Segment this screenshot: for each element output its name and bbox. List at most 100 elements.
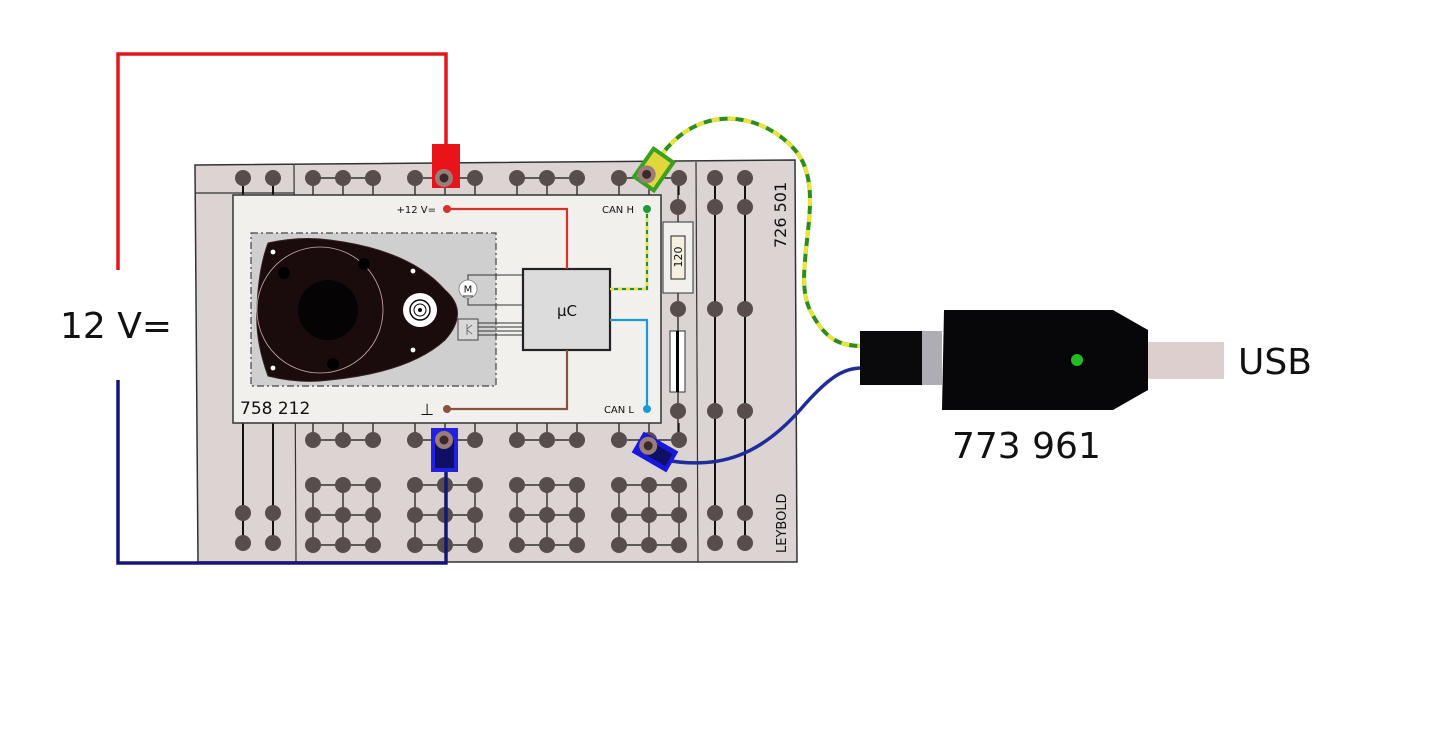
socket[interactable] <box>707 505 723 521</box>
socket[interactable] <box>365 432 381 448</box>
socket[interactable] <box>305 170 321 186</box>
socket[interactable] <box>365 477 381 493</box>
socket[interactable] <box>467 507 483 523</box>
socket[interactable] <box>737 505 753 521</box>
socket[interactable] <box>671 537 687 553</box>
canl-plug <box>631 431 679 473</box>
socket[interactable] <box>641 537 657 553</box>
socket[interactable] <box>641 477 657 493</box>
socket[interactable] <box>671 432 687 448</box>
socket[interactable] <box>509 477 525 493</box>
blue-plug <box>431 428 458 472</box>
socket[interactable] <box>335 170 351 186</box>
socket[interactable] <box>569 170 585 186</box>
jumper-plug <box>669 330 686 393</box>
socket[interactable] <box>305 477 321 493</box>
supply-negative-wire <box>116 380 448 565</box>
sub-d-connector <box>860 331 923 385</box>
socket[interactable] <box>407 537 423 553</box>
interface-label: 773 961 <box>952 426 1101 467</box>
socket[interactable] <box>671 477 687 493</box>
ground-pin <box>443 405 451 413</box>
socket[interactable] <box>611 537 627 553</box>
socket[interactable] <box>335 432 351 448</box>
canl-pin <box>643 405 651 413</box>
socket[interactable] <box>671 170 687 186</box>
internal-canl-wire <box>610 318 649 409</box>
socket[interactable] <box>707 301 723 317</box>
module-label: 758 212 <box>240 399 310 419</box>
socket[interactable] <box>407 477 423 493</box>
socket[interactable] <box>335 537 351 553</box>
internal-vplus-wire <box>447 207 569 269</box>
socket[interactable] <box>335 477 351 493</box>
socket[interactable] <box>407 507 423 523</box>
socket[interactable] <box>611 507 627 523</box>
socket[interactable] <box>265 170 281 186</box>
socket[interactable] <box>365 537 381 553</box>
termination-resistor: 120 <box>662 221 694 294</box>
socket[interactable] <box>569 507 585 523</box>
socket[interactable] <box>467 477 483 493</box>
socket[interactable] <box>641 507 657 523</box>
usb-cable-stub <box>1148 342 1224 379</box>
red-plug <box>432 144 460 188</box>
usb-can-interface <box>860 310 1224 410</box>
socket[interactable] <box>611 432 627 448</box>
socket[interactable] <box>737 535 753 551</box>
socket[interactable] <box>265 535 281 551</box>
canl-label: CAN L <box>604 405 634 416</box>
socket[interactable] <box>737 199 753 215</box>
socket[interactable] <box>707 199 723 215</box>
socket[interactable] <box>569 477 585 493</box>
socket[interactable] <box>671 507 687 523</box>
status-led <box>1071 354 1083 366</box>
socket[interactable] <box>305 507 321 523</box>
vplus-pin <box>443 205 451 213</box>
internal-ground-wire <box>447 350 569 411</box>
usb-label: USB <box>1238 342 1312 383</box>
socket[interactable] <box>365 507 381 523</box>
socket[interactable] <box>707 535 723 551</box>
socket[interactable] <box>265 505 281 521</box>
socket[interactable] <box>235 535 251 551</box>
canh-pin <box>643 205 651 213</box>
socket[interactable] <box>539 537 555 553</box>
socket[interactable] <box>611 170 627 186</box>
right-rails <box>714 178 746 543</box>
socket[interactable] <box>365 170 381 186</box>
socket[interactable] <box>335 507 351 523</box>
socket[interactable] <box>235 170 251 186</box>
canl-cable <box>664 366 863 465</box>
socket[interactable] <box>737 301 753 317</box>
socket[interactable] <box>569 537 585 553</box>
socket[interactable] <box>467 432 483 448</box>
socket[interactable] <box>407 432 423 448</box>
socket[interactable] <box>539 477 555 493</box>
socket[interactable] <box>467 537 483 553</box>
socket[interactable] <box>670 403 686 419</box>
socket[interactable] <box>737 403 753 419</box>
socket[interactable] <box>539 507 555 523</box>
socket[interactable] <box>737 170 753 186</box>
socket[interactable] <box>611 477 627 493</box>
supply-label: 12 V= <box>60 306 172 347</box>
socket[interactable] <box>707 170 723 186</box>
socket[interactable] <box>509 537 525 553</box>
socket[interactable] <box>670 301 686 317</box>
socket[interactable] <box>569 432 585 448</box>
socket[interactable] <box>509 170 525 186</box>
socket[interactable] <box>539 170 555 186</box>
socket[interactable] <box>670 199 686 215</box>
socket[interactable] <box>407 170 423 186</box>
socket[interactable] <box>305 432 321 448</box>
socket[interactable] <box>509 432 525 448</box>
socket[interactable] <box>539 432 555 448</box>
socket[interactable] <box>467 170 483 186</box>
socket[interactable] <box>305 537 321 553</box>
socket[interactable] <box>235 505 251 521</box>
module-758212: M µC +12 V= ⊥ CAN H CAN L 758 212 <box>232 194 662 424</box>
socket[interactable] <box>509 507 525 523</box>
socket[interactable] <box>707 403 723 419</box>
vplus-label: +12 V= <box>396 205 436 216</box>
